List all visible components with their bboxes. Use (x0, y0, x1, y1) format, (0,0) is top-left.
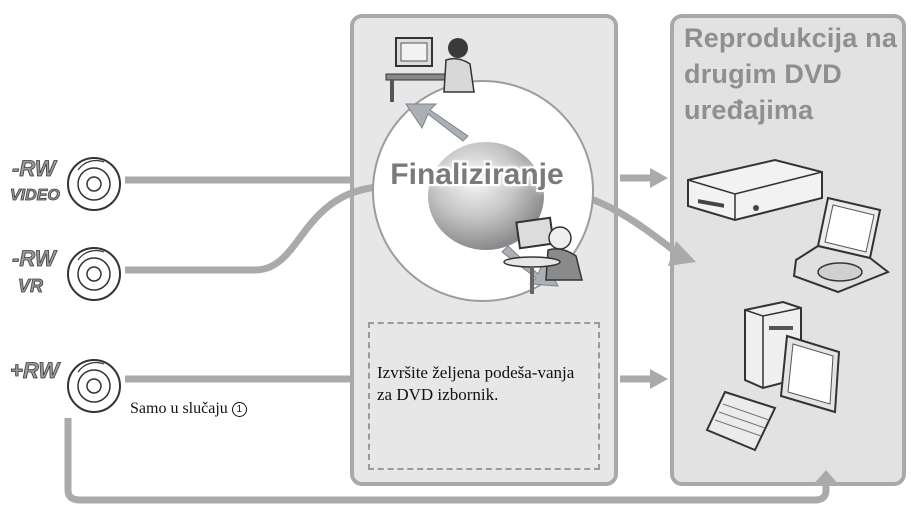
person-at-monitor-icon (385, 37, 475, 102)
rw-video-bottom: VIDEO (10, 187, 60, 204)
plus-rw-disc-icon: +RW (10, 358, 121, 413)
playback-title: Reprodukcija na drugim DVD uređajima (684, 23, 898, 125)
rw-vr-disc-icon: -RW VR (12, 246, 121, 301)
dvd-menu-box (368, 322, 600, 470)
dvd-player-icon (687, 158, 823, 222)
person-at-laptop-icon (503, 216, 583, 294)
rw-video-top: -RW (12, 156, 58, 181)
line-rw-vr (125, 181, 396, 274)
circled-number-badge: 1 (231, 402, 247, 417)
desktop-computer-icon (705, 300, 841, 452)
plus-rw-top: +RW (10, 358, 61, 383)
only-in-case-text: Samo u slučaju (130, 400, 228, 417)
dvd-menu-text: Izvršite željena podeša-vanja za DVD izb… (377, 363, 575, 404)
rw-video-disc-icon: -RW VIDEO (10, 156, 121, 211)
rw-vr-top: -RW (12, 246, 58, 271)
rw-vr-bottom: VR (18, 276, 43, 296)
finalizing-label: Finaliziranje (390, 158, 564, 191)
line-bottom-return (64, 418, 830, 504)
portable-dvd-player-icon (792, 196, 890, 294)
